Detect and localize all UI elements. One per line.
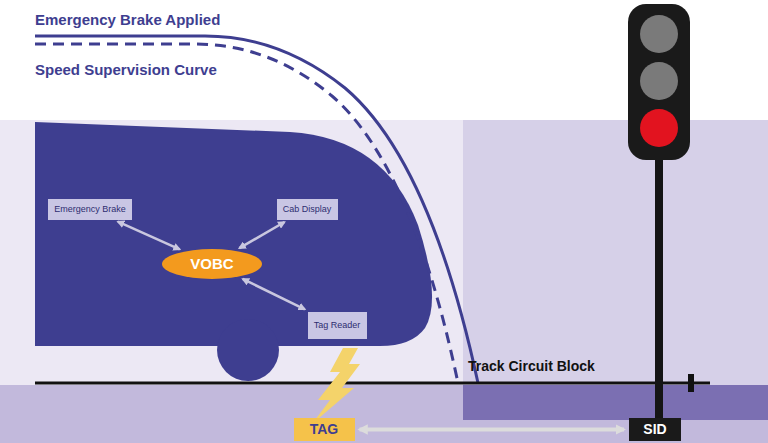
sid-box: SID: [629, 418, 681, 441]
node-text: Emergency Brake: [54, 204, 126, 214]
signal-pole: [655, 155, 663, 423]
node-text: Cab Display: [283, 204, 332, 214]
lightning-bolt: [312, 348, 360, 424]
emergency-brake-curve: [35, 36, 478, 383]
speed-supervision-curve: [35, 44, 458, 383]
controller-ellipse: VOBC: [162, 249, 262, 279]
node-text: SID: [643, 421, 666, 437]
block-region: [463, 120, 768, 385]
signal-head: [628, 4, 690, 160]
track-rail: [35, 382, 710, 385]
signal-lamp-red: [640, 109, 678, 147]
curve-label: Speed Supervision Curve: [35, 61, 217, 78]
train-wheel: [217, 319, 279, 381]
node-text: TAG: [310, 421, 339, 437]
block-ground: [463, 385, 768, 420]
node-text: Tag Reader: [314, 320, 361, 330]
train-body: [35, 122, 432, 346]
connector-arrow: [360, 428, 625, 432]
node-text: VOBC: [190, 255, 233, 272]
signal-lamp-off: [640, 62, 678, 100]
connector-arrow: [118, 222, 180, 250]
component-box: Tag Reader: [308, 312, 367, 339]
curve-label: Emergency Brake Applied: [35, 11, 220, 28]
component-box: Emergency Brake: [48, 199, 132, 220]
connector-arrow: [243, 279, 305, 309]
track-joint: [688, 374, 694, 392]
tag-box: TAG: [294, 418, 355, 441]
component-box: Cab Display: [277, 199, 338, 220]
ground-strip: [0, 385, 768, 443]
connector-arrow: [239, 222, 284, 248]
signal-lamp-off: [640, 15, 678, 53]
block-label: Track Circuit Block: [468, 358, 595, 374]
